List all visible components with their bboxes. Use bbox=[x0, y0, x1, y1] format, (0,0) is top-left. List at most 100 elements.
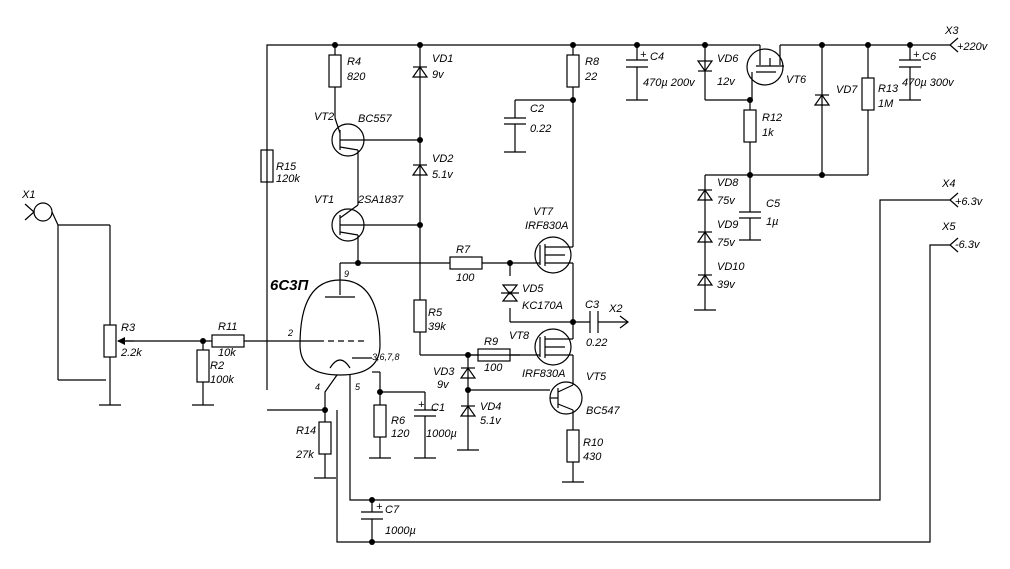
r3-body bbox=[103, 324, 117, 358]
svg-text:+: + bbox=[913, 49, 920, 61]
pin-4: 4 bbox=[315, 382, 320, 392]
r11-ref: R11 bbox=[218, 321, 237, 333]
r12-value: 1k bbox=[762, 127, 774, 139]
vt1-value: 2SA1837 bbox=[357, 194, 404, 206]
vd9-ref: VD9 bbox=[717, 219, 738, 231]
vd8-value: 75v bbox=[717, 195, 736, 207]
vd5-ref: VD5 bbox=[522, 283, 544, 295]
tube-ref: 6C3П bbox=[270, 277, 310, 294]
x5-ref: X5 bbox=[941, 221, 956, 233]
r6-ref: R6 bbox=[391, 415, 406, 427]
r5-value: 39k bbox=[428, 321, 446, 333]
vt8-value: IRF830A bbox=[522, 368, 565, 380]
labels: R4 820 VD1 9v VT2 BC557 VD2 5.1v R15 120… bbox=[21, 25, 989, 537]
r12-body bbox=[743, 109, 757, 143]
r5-ref: R5 bbox=[428, 307, 443, 319]
x3-ref: X3 bbox=[944, 25, 959, 37]
ground-symbols bbox=[99, 99, 921, 483]
c7-ref: C7 bbox=[385, 504, 400, 516]
vd4-ref: VD4 bbox=[480, 401, 501, 413]
r8-value: 22 bbox=[584, 71, 597, 83]
c7-value: 1000µ bbox=[385, 525, 416, 537]
r6-body bbox=[373, 404, 387, 438]
svg-text:+: + bbox=[418, 399, 425, 411]
r11-body bbox=[211, 334, 245, 348]
vt2-ref: VT2 bbox=[314, 111, 334, 123]
vd3-value: 9v bbox=[437, 379, 450, 391]
svg-text:+: + bbox=[376, 501, 383, 513]
vd2-value: 5.1v bbox=[432, 169, 454, 181]
vd7-ref: VD7 bbox=[836, 84, 858, 96]
vd10-value: 39v bbox=[717, 279, 736, 291]
vd9-value: 75v bbox=[717, 237, 736, 249]
c6-value: 470µ 300v bbox=[902, 77, 955, 89]
r10-body bbox=[566, 429, 580, 463]
r11-value: 10k bbox=[218, 347, 236, 359]
r14-body bbox=[318, 421, 332, 455]
r2-ref: R2 bbox=[210, 360, 224, 372]
junctions bbox=[200, 42, 913, 545]
r6-value: 120 bbox=[391, 428, 410, 440]
vd8-ref: VD8 bbox=[717, 177, 739, 189]
c6-ref: C6 bbox=[922, 51, 937, 63]
vd3-ref: VD3 bbox=[433, 366, 455, 378]
r5-body bbox=[413, 299, 427, 333]
x2-ref: X2 bbox=[608, 303, 622, 315]
r14-value: 27k bbox=[295, 449, 314, 461]
resistors bbox=[103, 54, 875, 463]
vt8-ref: VT8 bbox=[509, 330, 530, 342]
c1-ref: C1 bbox=[431, 402, 445, 414]
c5-value: 1µ bbox=[766, 216, 778, 228]
r8-ref: R8 bbox=[585, 56, 600, 68]
r3-ref: R3 bbox=[121, 322, 136, 334]
vd10-ref: VD10 bbox=[717, 261, 745, 273]
r4-value: 820 bbox=[347, 71, 366, 83]
c5-ref: C5 bbox=[766, 198, 781, 210]
vd6-ref: VD6 bbox=[717, 53, 739, 65]
r10-value: 430 bbox=[583, 451, 602, 463]
r14-ref: R14 bbox=[296, 425, 316, 437]
x5-value: -6.3v bbox=[955, 239, 981, 251]
r15-value: 120k bbox=[276, 173, 300, 185]
c2-ref: C2 bbox=[530, 103, 544, 115]
r13-value: 1M bbox=[878, 98, 894, 110]
vd2-ref: VD2 bbox=[432, 153, 453, 165]
r8-body bbox=[566, 54, 580, 88]
c3-ref: C3 bbox=[585, 299, 600, 311]
vt7-value: IRF830A bbox=[525, 220, 568, 232]
r13-ref: R13 bbox=[878, 83, 899, 95]
r2-body bbox=[196, 349, 210, 383]
pin-3678: 3,6,7,8 bbox=[372, 352, 400, 362]
x4-value: +6.3v bbox=[955, 196, 984, 208]
vd1-value: 9v bbox=[432, 69, 445, 81]
vt7-ref: VT7 bbox=[533, 206, 554, 218]
r15-body bbox=[260, 149, 274, 183]
r10-ref: R10 bbox=[583, 437, 604, 449]
r15-ref: R15 bbox=[276, 161, 297, 173]
r9-value: 100 bbox=[484, 362, 503, 374]
r12-ref: R12 bbox=[762, 112, 782, 124]
r3-value: 2.2k bbox=[120, 347, 142, 359]
vd5-value: KC170A bbox=[522, 300, 563, 312]
c3-value: 0.22 bbox=[586, 337, 607, 349]
vt6-ref: VT6 bbox=[786, 74, 807, 86]
r13-body bbox=[861, 77, 875, 111]
c4-ref: C4 bbox=[650, 51, 664, 63]
connectors bbox=[24, 37, 959, 329]
r7-value: 100 bbox=[456, 272, 475, 284]
pin-9: 9 bbox=[344, 269, 349, 279]
bjts bbox=[331, 117, 583, 415]
x3-value: +220v bbox=[957, 41, 989, 53]
vt1-ref: VT1 bbox=[314, 194, 334, 206]
pin-5: 5 bbox=[355, 382, 361, 392]
pin-2: 2 bbox=[287, 328, 293, 338]
r9-ref: R9 bbox=[484, 336, 498, 348]
r7-body bbox=[449, 256, 483, 270]
x1-ref: X1 bbox=[21, 189, 35, 201]
diodes bbox=[412, 60, 830, 417]
r9-body bbox=[477, 348, 511, 362]
c4-value: 470µ 200v bbox=[643, 77, 696, 89]
vt2-value: BC557 bbox=[358, 113, 393, 125]
mosfets bbox=[534, 48, 784, 370]
